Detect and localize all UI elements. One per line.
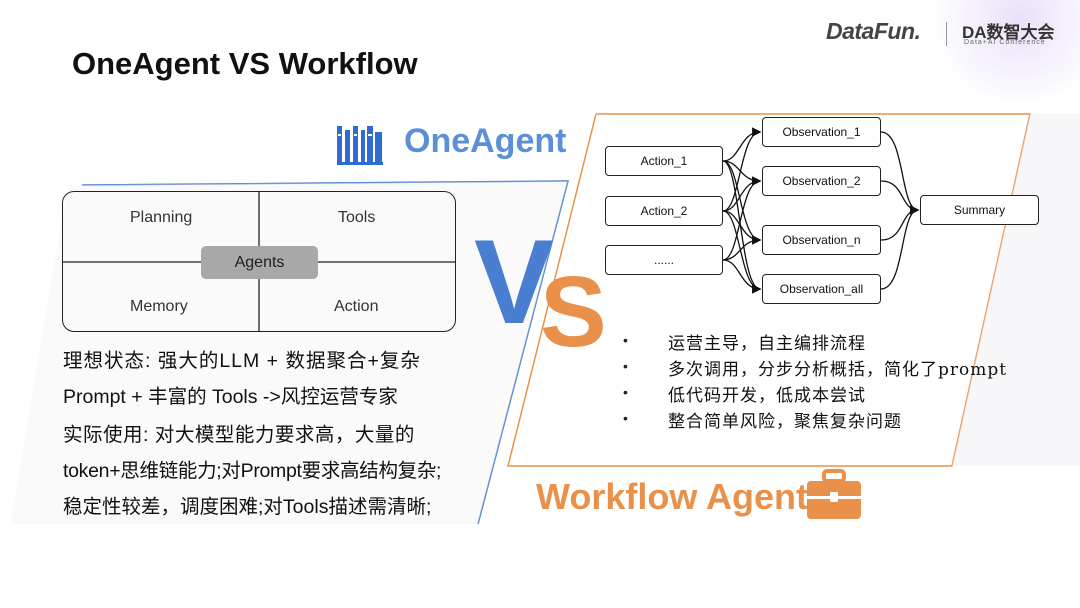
da-conference-logo: DA数智大会 (962, 23, 1055, 42)
workflow-bullet-3: 低代码开发，低成本尝试 (668, 386, 866, 406)
bullet-dot: • (623, 332, 628, 348)
page-title: OneAgent VS Workflow (72, 46, 418, 81)
bullet-dot: • (623, 410, 628, 426)
vs-letter-s: S (540, 256, 607, 368)
bullet-dot: • (623, 384, 628, 400)
oneagent-line-5: 稳定性较差，调度困难;对Tools描述需清晰; (63, 496, 432, 518)
workflow-agent-title: Workflow Agent (536, 476, 808, 517)
planning-cell: Planning (130, 209, 193, 226)
logo-divider (946, 22, 947, 46)
action-2-node: Action_2 (605, 196, 723, 226)
briefcase-icon (807, 469, 861, 519)
observation-all-node: Observation_all (762, 274, 881, 304)
memory-cell: Memory (130, 298, 188, 315)
bullet-dot: • (623, 358, 628, 374)
agent-grid-lines (62, 191, 456, 332)
da-conference-subtitle: Data+AI Conference (964, 39, 1046, 46)
workflow-bullet-2: 多次调用，分步分析概括，简化了prompt (668, 360, 1008, 380)
action-1-node: Action_1 (605, 146, 723, 176)
vs-letter-v: V (474, 215, 555, 349)
workflow-bullet-4: 整合简单风险，聚焦复杂问题 (668, 412, 902, 432)
library-icon (337, 126, 383, 165)
observation-n-node: Observation_n (762, 225, 881, 255)
observation-2-node: Observation_2 (762, 166, 881, 196)
observation-1-node: Observation_1 (762, 117, 881, 147)
oneagent-line-2: Prompt + 丰富的 Tools ->风控运营专家 (63, 386, 398, 408)
workflow-bullet-1: 运营主导，自主编排流程 (668, 334, 866, 354)
oneagent-line-1: 理想状态: 强大的LLM + 数据聚合+复杂 (63, 350, 421, 372)
oneagent-line-3: 实际使用: 对大模型能力要求高，大量的 (63, 424, 415, 446)
summary-node: Summary (920, 195, 1039, 225)
agents-center-label: Agents (201, 246, 318, 279)
tools-cell: Tools (338, 209, 376, 226)
action-more-node: ...... (605, 245, 723, 275)
action-cell: Action (334, 298, 379, 315)
datafun-logo: DataFun. (826, 18, 921, 44)
corner-glow (920, 0, 1080, 100)
oneagent-title: OneAgent (404, 122, 567, 160)
oneagent-line-4: token+思维链能力;对Prompt要求高结构复杂; (63, 460, 442, 482)
